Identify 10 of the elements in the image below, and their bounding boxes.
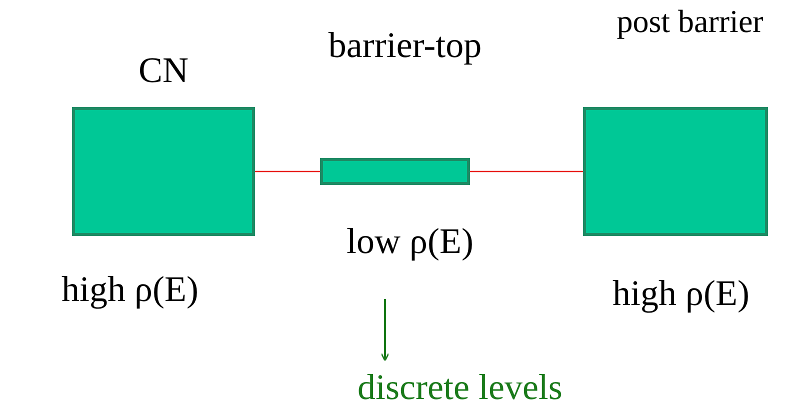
result-label: discrete levels [358, 368, 562, 408]
density-label: high ρ(E) [612, 272, 750, 315]
node-heading: barrier-top [327, 25, 483, 66]
connector-line [255, 170, 320, 172]
density-label: high ρ(E) [60, 268, 200, 311]
density-label: low ρ(E) [346, 220, 474, 263]
connector-line [470, 170, 583, 172]
arrow [380, 299, 390, 362]
node-heading: post barrier [616, 3, 764, 40]
node-heading: CN [137, 50, 190, 92]
